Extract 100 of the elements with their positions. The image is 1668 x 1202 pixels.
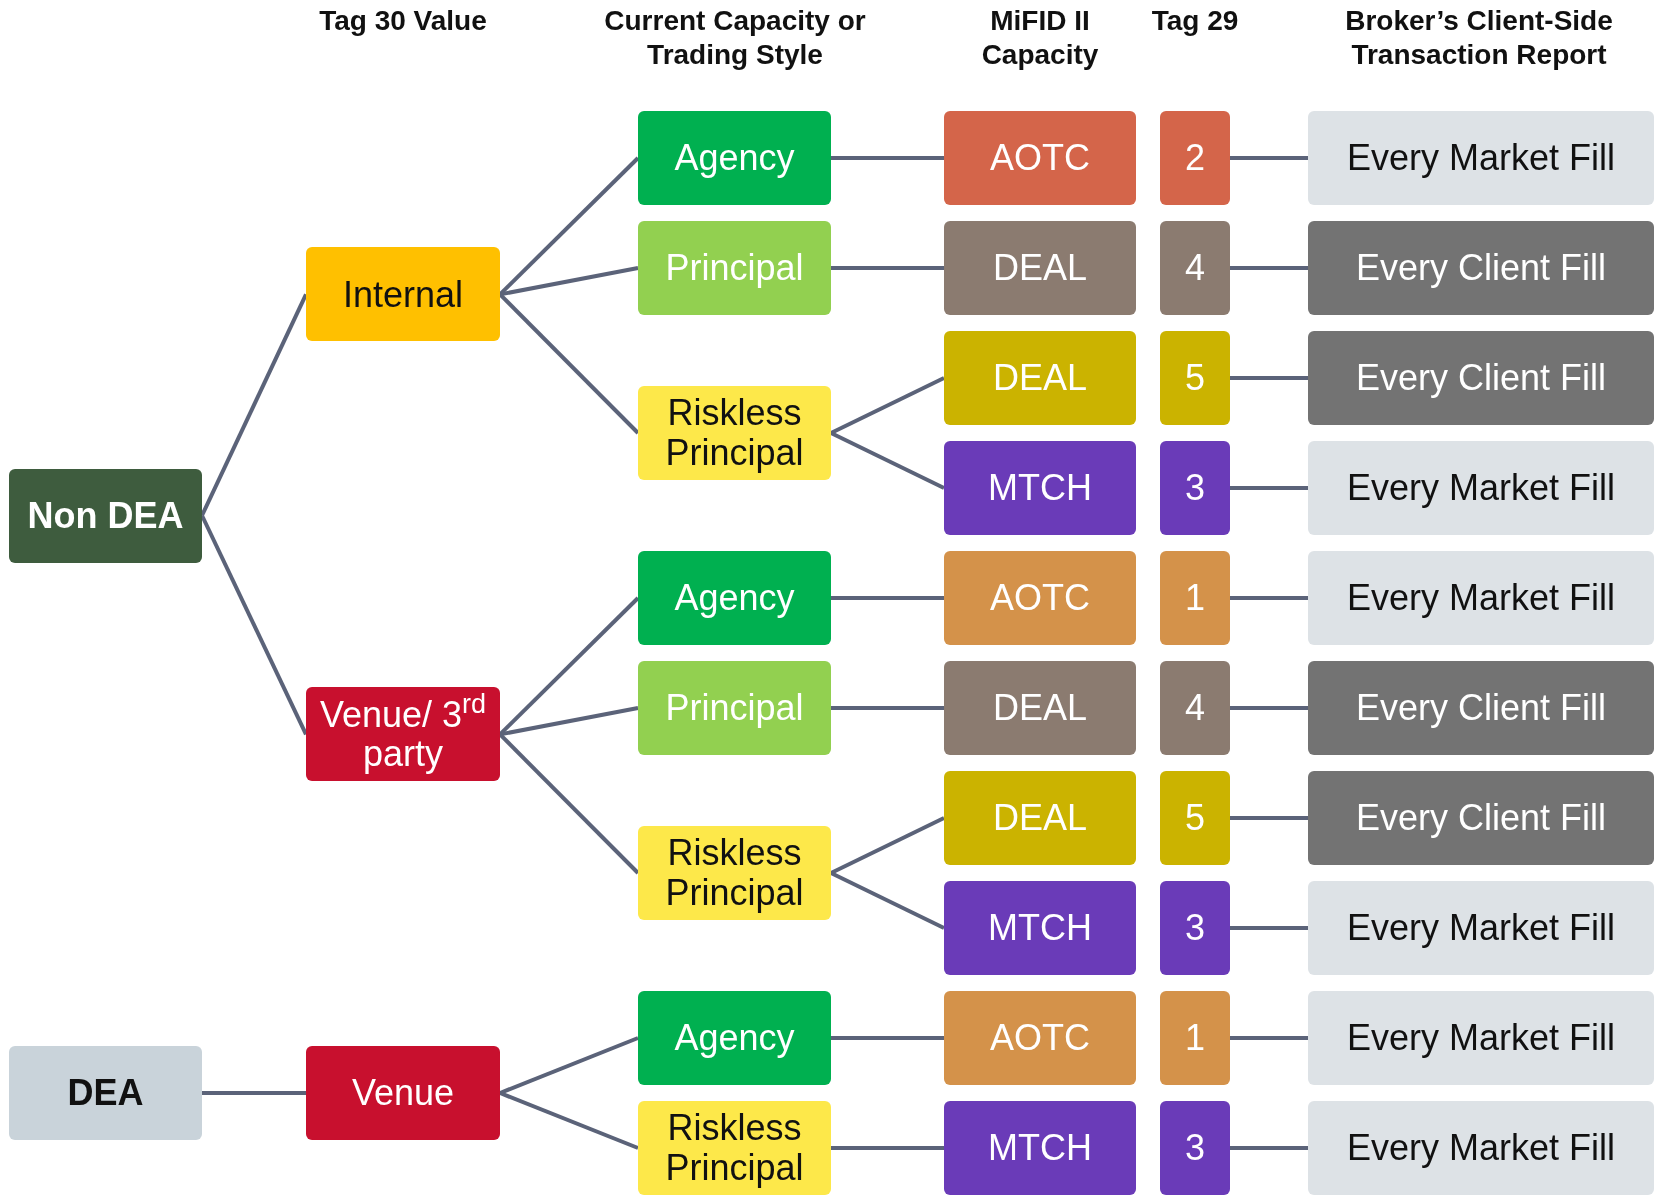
- node-text: Non DEA: [27, 495, 184, 536]
- node-text: Riskless Principal: [664, 833, 805, 913]
- connector-line: [831, 266, 944, 270]
- node-text: Every Client Fill: [1355, 358, 1607, 398]
- tag29-box: [1160, 221, 1230, 315]
- tag29-box: [1160, 111, 1230, 205]
- node-text: Every Client Fill: [1355, 688, 1607, 728]
- node-text: AOTC: [990, 578, 1090, 618]
- report-box: [1308, 661, 1654, 755]
- access-type-box: [9, 468, 202, 563]
- node-text: 3: [1185, 908, 1205, 948]
- report-box: [1308, 881, 1654, 975]
- mifid-capacity-box: [944, 1101, 1136, 1195]
- mifid-capacity-box: [944, 441, 1136, 535]
- tag29-box: [1160, 771, 1230, 865]
- tag29-box: [1160, 1101, 1230, 1195]
- node-text: Every Market Fill: [1347, 138, 1615, 178]
- mifid-capacity-box: [944, 771, 1136, 865]
- tag30-box: [306, 1046, 500, 1140]
- report-box: [1308, 331, 1654, 425]
- node-text: DEAL: [992, 688, 1087, 728]
- node-text: 4: [1185, 688, 1205, 728]
- capacity-box: [638, 551, 831, 645]
- connector-line: [1230, 706, 1308, 710]
- node-text: Agency: [674, 138, 795, 178]
- node-text: Principal: [665, 248, 804, 288]
- node-text: Every Market Fill: [1347, 908, 1615, 948]
- mifid-capacity-box: [944, 111, 1136, 205]
- connector-line: [1230, 816, 1308, 820]
- connector-line: [498, 293, 640, 435]
- report-box: [1308, 551, 1654, 645]
- mifid-capacity-box: [944, 331, 1136, 425]
- connector-line: [830, 376, 945, 435]
- node-text: Riskless Principal: [664, 393, 805, 473]
- connector-line: [202, 1091, 306, 1095]
- column-header: MiFID II Capacity: [980, 4, 1100, 73]
- node-text: DEA: [67, 1073, 144, 1113]
- node-text: Every Client Fill: [1355, 798, 1607, 838]
- connector-line: [830, 431, 945, 490]
- connector-line: [1230, 1146, 1308, 1150]
- connector-line: [499, 706, 639, 737]
- connector-line: [200, 514, 308, 736]
- node-text: Agency: [674, 578, 795, 618]
- mifid-capacity-box: [944, 991, 1136, 1085]
- connector-line: [831, 156, 944, 160]
- column-header: Broker’s Client-Side Transaction Report: [1344, 4, 1614, 73]
- node-text: 2: [1185, 138, 1205, 178]
- connector-line: [498, 733, 640, 875]
- node-text: Principal: [665, 688, 804, 728]
- connector-line: [499, 1036, 639, 1095]
- node-text: Riskless Principal: [664, 1108, 805, 1188]
- capacity-box: [638, 1101, 831, 1195]
- report-box: [1308, 441, 1654, 535]
- report-box: [1308, 1101, 1654, 1195]
- connector-line: [831, 596, 944, 600]
- node-text: DEAL: [992, 798, 1087, 838]
- connector-line: [499, 266, 639, 297]
- connector-line: [1230, 376, 1308, 380]
- node-text: Every Market Fill: [1347, 578, 1615, 618]
- tag29-box: [1160, 661, 1230, 755]
- connector-line: [1230, 266, 1308, 270]
- node-text: MTCH: [988, 1128, 1092, 1168]
- column-header: Tag 29: [1151, 4, 1239, 38]
- report-box: [1308, 221, 1654, 315]
- node-text: Agency: [674, 1018, 795, 1058]
- capacity-box: [638, 991, 831, 1085]
- node-text: 5: [1185, 358, 1205, 398]
- tag30-box: [306, 687, 500, 782]
- tag29-box: [1160, 881, 1230, 975]
- node-text: Venue/ 3$^{rd}$ party: [318, 694, 488, 774]
- mifid-capacity-box: [944, 881, 1136, 975]
- tag29-box: [1160, 331, 1230, 425]
- connector-line: [1230, 596, 1308, 600]
- node-text: DEAL: [992, 358, 1087, 398]
- node-text: 4: [1185, 248, 1205, 288]
- mifid-capacity-box: [944, 221, 1136, 315]
- capacity-box: [638, 111, 831, 205]
- connector-line: [830, 816, 945, 875]
- node-text: 1: [1185, 1018, 1205, 1058]
- node-text: 3: [1185, 468, 1205, 508]
- report-box: [1308, 771, 1654, 865]
- column-header: Current Capacity or Trading Style: [603, 4, 867, 73]
- node-text: Internal: [342, 274, 464, 315]
- node-text: Every Market Fill: [1347, 1128, 1615, 1168]
- node-text: DEAL: [992, 248, 1087, 288]
- connector-line: [831, 706, 944, 710]
- connector-line: [830, 871, 945, 930]
- node-text: MTCH: [988, 468, 1092, 508]
- tag30-box: [306, 247, 500, 342]
- node-text: Every Client Fill: [1355, 248, 1607, 288]
- node-text: 3: [1185, 1128, 1205, 1168]
- mifid-capacity-box: [944, 551, 1136, 645]
- tag29-box: [1160, 991, 1230, 1085]
- capacity-box: [638, 661, 831, 755]
- capacity-box: [638, 221, 831, 315]
- node-text: AOTC: [990, 138, 1090, 178]
- capacity-box: [638, 386, 831, 480]
- connector-line: [200, 293, 308, 517]
- node-text: 5: [1185, 798, 1205, 838]
- connector-line: [1230, 486, 1308, 490]
